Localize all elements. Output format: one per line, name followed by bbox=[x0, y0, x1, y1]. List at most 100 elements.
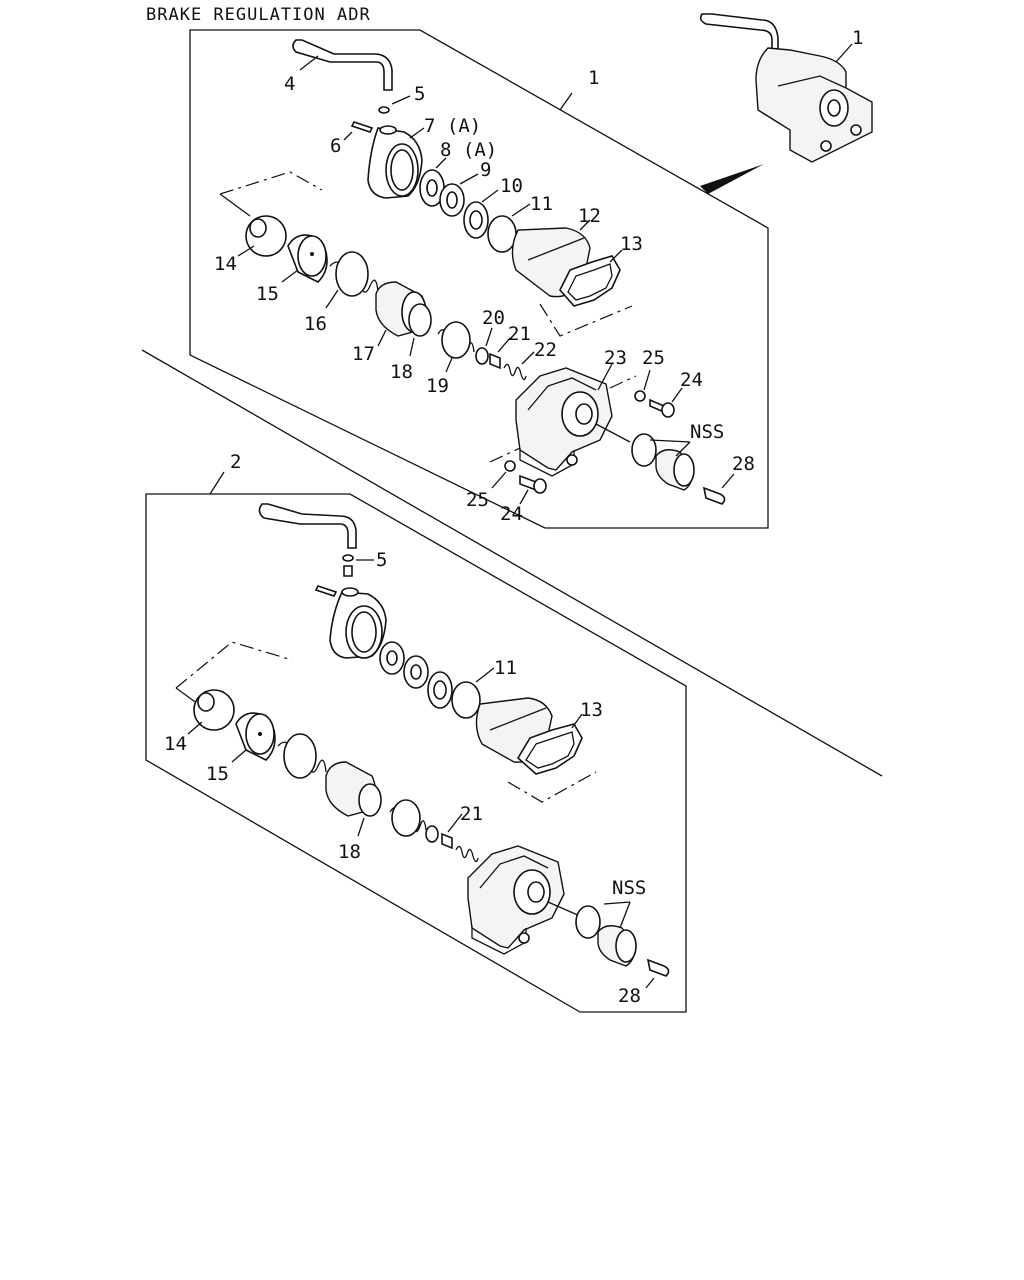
arrow-icon bbox=[700, 164, 764, 194]
part-b-15-cap: 15 bbox=[206, 712, 276, 785]
part-24-bolt-bottom: 24 bbox=[500, 474, 547, 525]
part-18-o-ring: 18 bbox=[390, 303, 432, 383]
part-o-ring-nss bbox=[631, 433, 657, 467]
part-b-pin bbox=[314, 585, 338, 597]
part-24-bolt-top: 24 bbox=[649, 369, 703, 418]
label-a-15: 15 bbox=[256, 283, 279, 305]
dashed-guide-b-13 bbox=[507, 771, 597, 803]
diagram-title: BRAKE REGULATION ADR bbox=[146, 5, 371, 25]
label-a-16: 16 bbox=[304, 313, 327, 335]
label-assembly-2: 2 bbox=[230, 451, 241, 473]
assembly-2-frame bbox=[145, 493, 687, 1013]
label-assembly-1: 1 bbox=[588, 67, 599, 89]
part-b-13-gasket: 13 bbox=[516, 699, 603, 775]
assembly-1-leader bbox=[559, 92, 573, 111]
part-b-spring3 bbox=[455, 845, 479, 863]
part-6-pin: 6 bbox=[330, 121, 374, 157]
label-a-24: 24 bbox=[680, 369, 703, 391]
label-a-20: 20 bbox=[482, 307, 505, 329]
label-b-11: 11 bbox=[494, 657, 517, 679]
label-a-18: 18 bbox=[390, 361, 413, 383]
label-b-21: 21 bbox=[460, 803, 483, 825]
label-b-5: 5 bbox=[376, 549, 387, 571]
label-a-4: 4 bbox=[284, 73, 295, 95]
part-b-nss-cap: NSS bbox=[597, 877, 646, 967]
part-20-washer: 20 bbox=[475, 307, 505, 365]
assembly-1-frame bbox=[189, 29, 769, 529]
part-b-11-o-ring: 11 bbox=[451, 657, 517, 719]
label-a-10: 10 bbox=[500, 175, 523, 197]
part-b-nut-hole bbox=[386, 650, 398, 666]
label-a-24b: 24 bbox=[500, 503, 523, 525]
part-b-housing bbox=[329, 587, 387, 659]
part-8-nut: 8 (A) bbox=[419, 139, 497, 207]
label-a-22: 22 bbox=[534, 339, 557, 361]
assembly-2-leader bbox=[209, 471, 225, 495]
label-a-19: 19 bbox=[426, 375, 449, 397]
part-b-21-pin: 21 bbox=[441, 803, 483, 850]
label-a-7: 7 (A) bbox=[424, 115, 481, 137]
dashed-guide-23b bbox=[489, 447, 521, 463]
guide-14 bbox=[219, 193, 251, 217]
label-a-12: 12 bbox=[578, 205, 601, 227]
label-a-9: 9 bbox=[480, 159, 491, 181]
part-b-lever bbox=[258, 503, 357, 549]
label-a-11: 11 bbox=[530, 193, 553, 215]
washer-icon bbox=[634, 390, 646, 402]
label-a-17: 17 bbox=[352, 343, 375, 365]
part-21-pin: 21 bbox=[489, 323, 531, 370]
part-28-pin: 28 bbox=[702, 453, 755, 505]
label-a-25: 25 bbox=[642, 347, 665, 369]
label-a-5: 5 bbox=[414, 83, 425, 105]
label-a-6: 6 bbox=[330, 135, 341, 157]
part-b-spring-outline bbox=[283, 733, 317, 779]
label-b-14: 14 bbox=[164, 733, 187, 755]
shaft-line-b bbox=[547, 901, 581, 917]
label-b-28: 28 bbox=[618, 985, 641, 1007]
part-25-washer-top: 25 bbox=[634, 347, 665, 402]
part-b-28-pin: 28 bbox=[618, 958, 670, 1007]
label-b-nss: NSS bbox=[612, 877, 646, 899]
label-b-15: 15 bbox=[206, 763, 229, 785]
label-a-8: 8 (A) bbox=[440, 139, 497, 161]
label-a-nss: NSS bbox=[690, 421, 724, 443]
dashed-guide-14 bbox=[219, 171, 323, 195]
dashed-guide-13 bbox=[539, 303, 633, 337]
part-19-spring: 19 bbox=[426, 321, 475, 397]
part-22-spring: 22 bbox=[503, 339, 557, 381]
part-b-o-ring-nss bbox=[575, 905, 601, 939]
label-a-25b: 25 bbox=[466, 489, 489, 511]
label-b-13: 13 bbox=[580, 699, 603, 721]
part-b-14-plug: 14 bbox=[164, 689, 235, 755]
label-a-14: 14 bbox=[214, 253, 237, 275]
part-10-nut: 10 bbox=[463, 175, 523, 239]
part-23-valve-body: 23 bbox=[515, 347, 627, 477]
part-b-18-o-ring: 18 bbox=[338, 783, 382, 863]
shaft-line bbox=[595, 423, 631, 443]
guide-b-14 bbox=[175, 687, 199, 705]
section-divider bbox=[141, 349, 883, 777]
part-b-washer2 bbox=[425, 825, 439, 843]
valve-body-icon bbox=[755, 47, 873, 163]
label-a-13: 13 bbox=[620, 233, 643, 255]
dashed-guide-23 bbox=[609, 375, 637, 389]
part-7-housing: 7 (A) bbox=[367, 115, 481, 199]
part-b-washer-hole bbox=[410, 664, 422, 680]
label-a-23: 23 bbox=[604, 347, 627, 369]
part-13-gasket: 13 bbox=[559, 233, 643, 307]
part-nss-cap: NSS bbox=[649, 421, 724, 491]
part-b-spring2-outline bbox=[391, 799, 421, 837]
gasket-icon bbox=[559, 255, 621, 307]
part-15-cap: 15 bbox=[256, 234, 328, 305]
part-16-spring: 16 bbox=[304, 251, 379, 335]
part-9-washer: 9 bbox=[439, 159, 491, 217]
part-b-nut2-hole bbox=[433, 680, 447, 700]
part-4-lever: 4 bbox=[284, 39, 393, 95]
label-b-18: 18 bbox=[338, 841, 361, 863]
part-b-valve-body bbox=[467, 845, 565, 955]
label-a-21: 21 bbox=[508, 323, 531, 345]
dashed-guide-b-14 bbox=[175, 641, 293, 689]
lever-icon bbox=[699, 13, 779, 53]
part-25-washer-bottom: 25 bbox=[466, 460, 516, 511]
